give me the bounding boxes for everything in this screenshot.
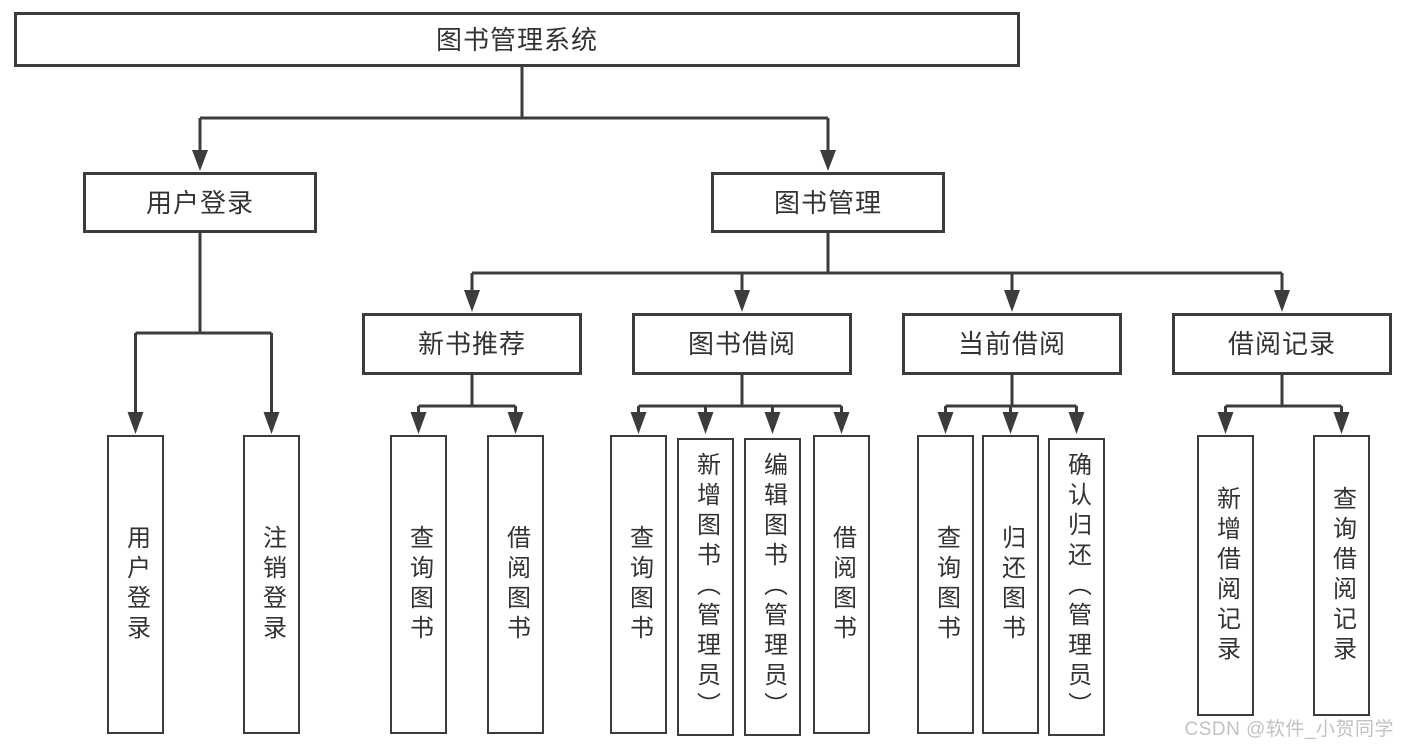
leaf-query-borrow-record: 查询借阅记录: [1313, 435, 1370, 716]
connector-current-children: [937, 375, 1085, 434]
leaf-query-books-recommend: 查询图书: [390, 435, 447, 734]
leaf-add-borrow-record: 新增借阅记录: [1197, 435, 1254, 716]
leaf-borrow-books-2: 借阅图书: [813, 435, 870, 734]
leaf-edit-book-admin: 编辑图书（管理员）: [744, 438, 801, 736]
node-book-borrow-label: 图书借阅: [687, 329, 796, 359]
node-current-borrow-label: 当前借阅: [957, 329, 1066, 359]
leaf-query-borrow-record-label: 查询借阅记录: [1328, 485, 1356, 666]
leaf-query-books-borrow-label: 查询图书: [625, 524, 653, 645]
leaf-query-books-current-label: 查询图书: [932, 524, 960, 645]
leaf-return-book-label: 归还图书: [997, 524, 1025, 645]
leaf-borrow-books-recommend: 借阅图书: [487, 435, 544, 734]
node-borrow-records-label: 借阅记录: [1227, 329, 1336, 359]
connector-login-children: [127, 233, 280, 434]
node-root: 图书管理系统: [14, 12, 1020, 67]
node-book-management: 图书管理: [711, 172, 945, 233]
leaf-query-books-recommend-label: 查询图书: [405, 524, 433, 645]
node-user-login: 用户登录: [83, 172, 317, 233]
node-root-label: 图书管理系统: [435, 24, 598, 55]
node-book-management-label: 图书管理: [773, 187, 882, 218]
leaf-query-books-current: 查询图书: [917, 435, 974, 734]
connector-management-to-level2: [464, 233, 1290, 312]
leaf-confirm-return-admin-label: 确认归还（管理员）: [1063, 452, 1091, 722]
leaf-confirm-return-admin: 确认归还（管理员）: [1048, 438, 1105, 736]
node-current-borrow: 当前借阅: [902, 313, 1122, 375]
node-new-book-recommend: 新书推荐: [362, 313, 582, 375]
node-borrow-records: 借阅记录: [1172, 313, 1392, 375]
connector-recommend-children: [410, 375, 524, 434]
leaf-logout-label: 注销登录: [258, 524, 286, 645]
leaf-add-book-admin: 新增图书（管理员）: [677, 438, 734, 736]
connector-records-children: [1217, 375, 1350, 434]
connector-borrow-children: [630, 375, 850, 434]
node-book-borrow: 图书借阅: [632, 313, 852, 375]
node-user-login-label: 用户登录: [145, 187, 254, 218]
leaf-add-book-admin-label: 新增图书（管理员）: [692, 452, 720, 722]
leaf-borrow-books-recommend-label: 借阅图书: [502, 524, 530, 645]
leaf-logout: 注销登录: [243, 435, 300, 734]
leaf-user-login-label: 用户登录: [122, 524, 150, 645]
leaf-borrow-books-2-label: 借阅图书: [828, 524, 856, 645]
node-new-book-recommend-label: 新书推荐: [417, 329, 526, 359]
leaf-return-book: 归还图书: [982, 435, 1039, 734]
leaf-add-borrow-record-label: 新增借阅记录: [1212, 485, 1240, 666]
connector-root-to-level1: [192, 67, 836, 171]
leaf-edit-book-admin-label: 编辑图书（管理员）: [759, 452, 787, 722]
csdn-watermark: CSDN @软件_小贺同学: [1184, 719, 1394, 740]
leaf-query-books-borrow: 查询图书: [610, 435, 667, 734]
leaf-user-login: 用户登录: [107, 435, 164, 734]
